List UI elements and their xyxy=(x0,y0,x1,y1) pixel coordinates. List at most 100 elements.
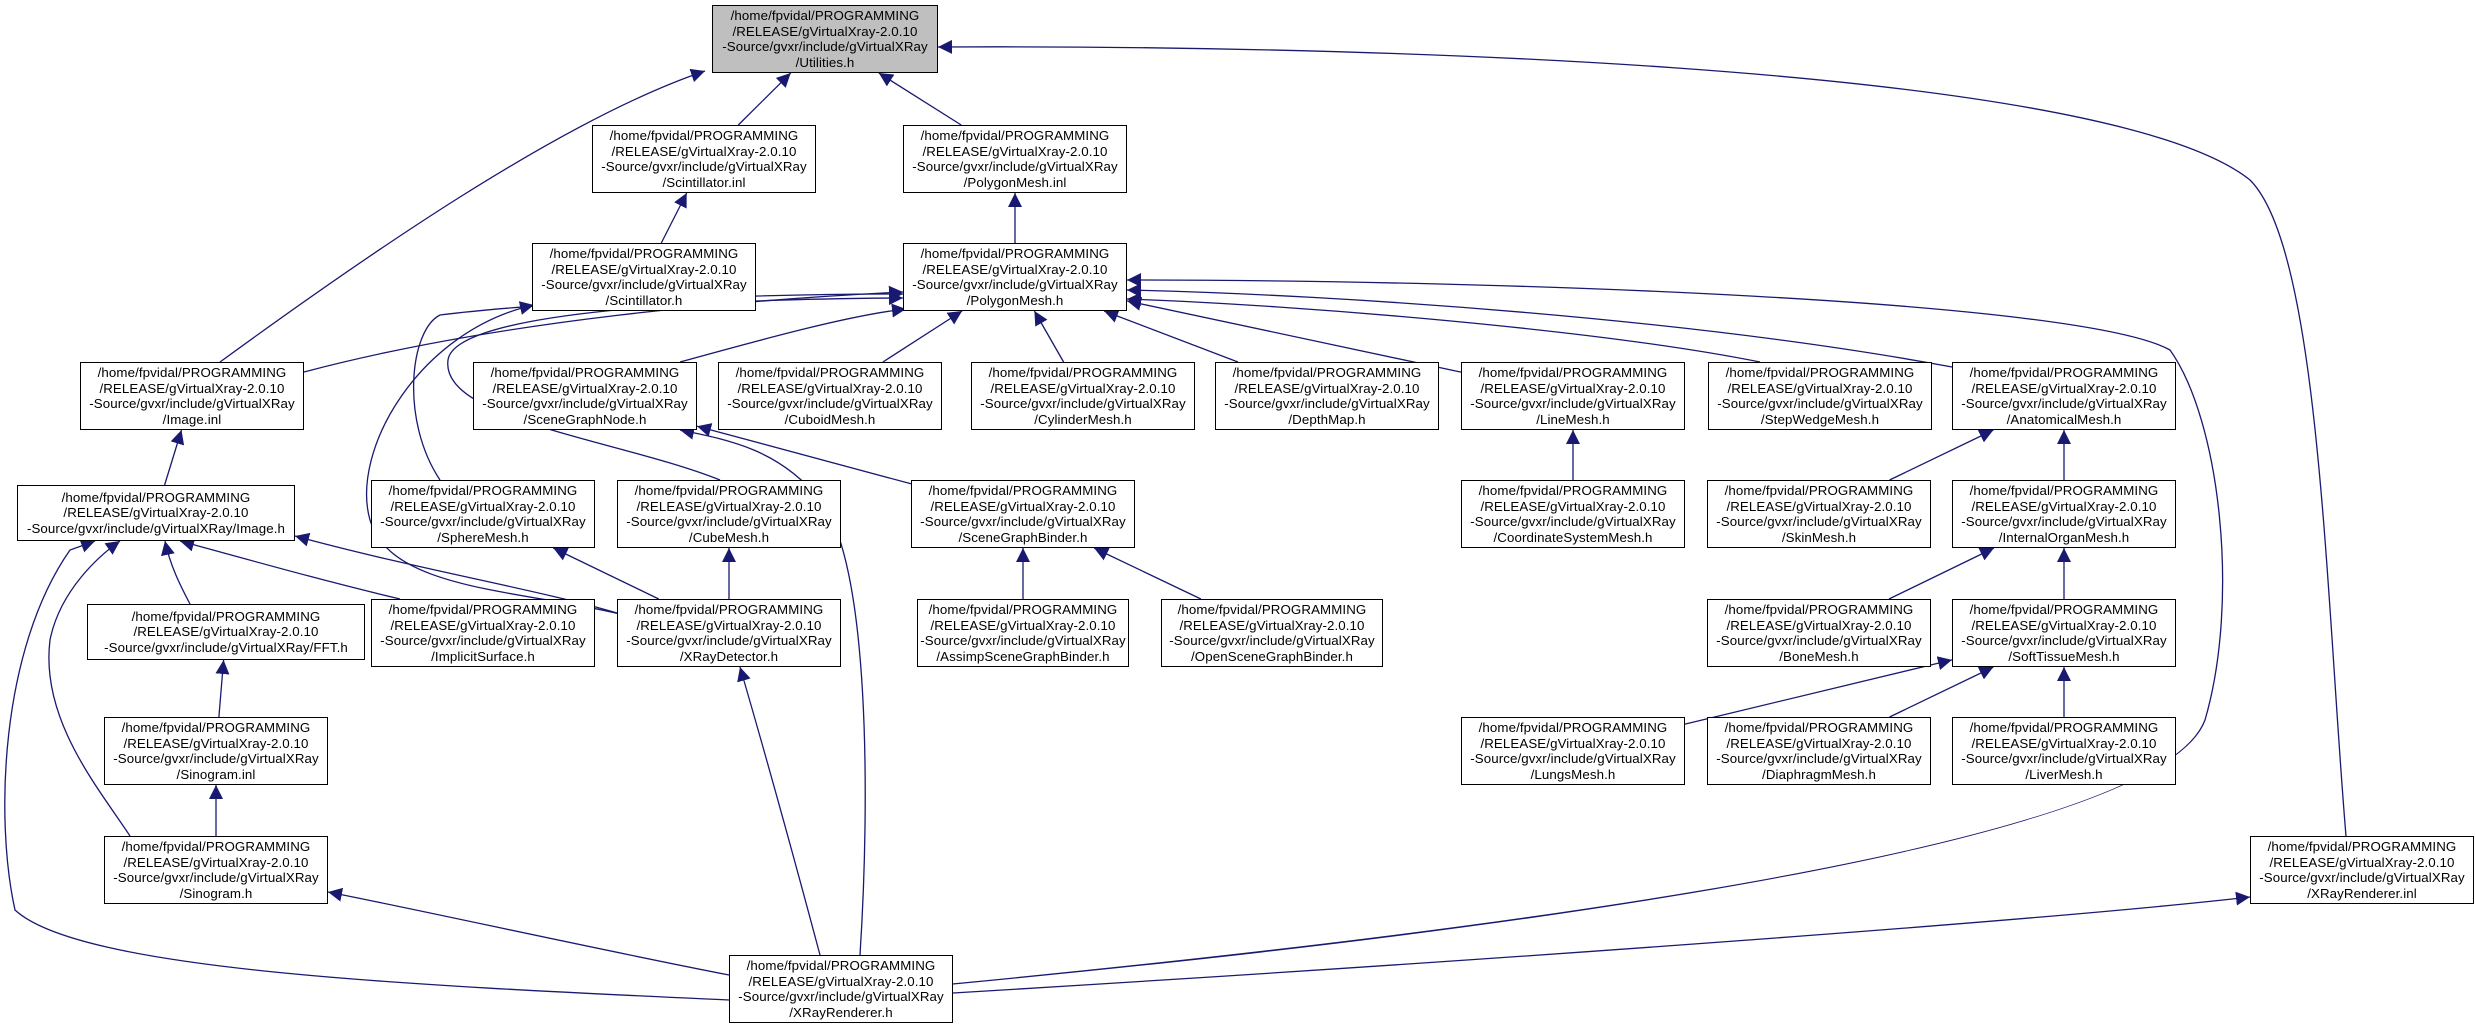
graph-node-linemesh-h[interactable]: /home/fpvidal/PROGRAMMING /RELEASE/gVirt… xyxy=(1461,362,1685,430)
node-label: /home/fpvidal/PROGRAMMING /RELEASE/gVirt… xyxy=(541,246,747,308)
edge-implicitsurface-h-to-image-h xyxy=(179,537,401,600)
graph-node-internalorganmesh-h[interactable]: /home/fpvidal/PROGRAMMING /RELEASE/gVirt… xyxy=(1952,480,2176,548)
graph-node-openscenegraphbinder-h[interactable]: /home/fpvidal/PROGRAMMING /RELEASE/gVirt… xyxy=(1161,599,1383,667)
edge-cuboidmesh-h-to-polygonmesh-h xyxy=(882,310,963,363)
edge-fft-h-to-image-h xyxy=(161,540,191,605)
node-label: /home/fpvidal/PROGRAMMING /RELEASE/gVirt… xyxy=(980,365,1186,427)
node-label: /home/fpvidal/PROGRAMMING /RELEASE/gVirt… xyxy=(1717,365,1923,427)
node-label: /home/fpvidal/PROGRAMMING /RELEASE/gVirt… xyxy=(2259,839,2465,901)
node-label: /home/fpvidal/PROGRAMMING /RELEASE/gVirt… xyxy=(920,483,1126,545)
graph-node-scintillator-h[interactable]: /home/fpvidal/PROGRAMMING /RELEASE/gVirt… xyxy=(532,243,756,311)
node-label: /home/fpvidal/PROGRAMMING /RELEASE/gVirt… xyxy=(1470,483,1676,545)
graph-node-spheremesh-h[interactable]: /home/fpvidal/PROGRAMMING /RELEASE/gVirt… xyxy=(371,480,595,548)
edge-polygonmesh-inl-to-utilities-h xyxy=(878,72,962,126)
graph-node-cuboidmesh-h[interactable]: /home/fpvidal/PROGRAMMING /RELEASE/gVirt… xyxy=(718,362,942,430)
graph-node-softtissuemesh-h[interactable]: /home/fpvidal/PROGRAMMING /RELEASE/gVirt… xyxy=(1952,599,2176,667)
node-label: /home/fpvidal/PROGRAMMING /RELEASE/gVirt… xyxy=(380,602,586,664)
graph-node-utilities-h: /home/fpvidal/PROGRAMMING /RELEASE/gVirt… xyxy=(712,5,938,73)
edge-lungsmesh-h-to-softtissuemesh-h xyxy=(1684,656,1953,725)
node-label: /home/fpvidal/PROGRAMMING /RELEASE/gVirt… xyxy=(626,483,832,545)
node-label: /home/fpvidal/PROGRAMMING /RELEASE/gVirt… xyxy=(912,246,1118,308)
node-label: /home/fpvidal/PROGRAMMING /RELEASE/gVirt… xyxy=(920,602,1126,664)
edge-depthmap-h-to-polygonmesh-h xyxy=(1103,309,1239,363)
edge-xraydetector-h-to-scintillator-h xyxy=(365,301,621,615)
edge-xrayrenderer-inl-to-utilities-h xyxy=(937,39,2347,837)
edge-cylindermesh-h-to-polygonmesh-h xyxy=(1033,310,1065,363)
edge-xrayrenderer-h-to-polygonmesh-h xyxy=(952,273,2224,985)
graph-node-scintillator-inl[interactable]: /home/fpvidal/PROGRAMMING /RELEASE/gVirt… xyxy=(592,125,816,193)
node-label: /home/fpvidal/PROGRAMMING /RELEASE/gVirt… xyxy=(722,8,928,70)
node-label: /home/fpvidal/PROGRAMMING /RELEASE/gVirt… xyxy=(113,720,319,782)
node-label: /home/fpvidal/PROGRAMMING /RELEASE/gVirt… xyxy=(482,365,688,427)
node-label: /home/fpvidal/PROGRAMMING /RELEASE/gVirt… xyxy=(1470,720,1676,782)
node-label: /home/fpvidal/PROGRAMMING /RELEASE/gVirt… xyxy=(1716,720,1922,782)
graph-node-polygonmesh-h[interactable]: /home/fpvidal/PROGRAMMING /RELEASE/gVirt… xyxy=(903,243,1127,311)
edge-sinogram-inl-to-fft-h xyxy=(215,659,230,718)
edge-stepwedgemesh-h-to-polygonmesh-h xyxy=(1126,292,1761,363)
edge-xraydetector-h-to-spheremesh-h xyxy=(553,547,659,600)
graph-node-implicitsurface-h[interactable]: /home/fpvidal/PROGRAMMING /RELEASE/gVirt… xyxy=(371,599,595,667)
edge-diaphragmmesh-h-to-softtissuemesh-h xyxy=(1889,666,1994,718)
edge-sinogram-h-to-image-h xyxy=(48,540,131,837)
graph-node-polygonmesh-inl[interactable]: /home/fpvidal/PROGRAMMING /RELEASE/gVirt… xyxy=(903,125,1127,193)
node-label: /home/fpvidal/PROGRAMMING /RELEASE/gVirt… xyxy=(104,608,348,655)
graph-node-lungsmesh-h[interactable]: /home/fpvidal/PROGRAMMING /RELEASE/gVirt… xyxy=(1461,717,1685,785)
graph-node-bonemesh-h[interactable]: /home/fpvidal/PROGRAMMING /RELEASE/gVirt… xyxy=(1707,599,1931,667)
graph-node-cylindermesh-h[interactable]: /home/fpvidal/PROGRAMMING /RELEASE/gVirt… xyxy=(971,362,1195,430)
node-label: /home/fpvidal/PROGRAMMING /RELEASE/gVirt… xyxy=(1716,483,1922,545)
graph-node-xraydetector-h[interactable]: /home/fpvidal/PROGRAMMING /RELEASE/gVirt… xyxy=(617,599,841,667)
edge-skinmesh-h-to-anatomicalmesh-h xyxy=(1889,429,1994,481)
node-label: /home/fpvidal/PROGRAMMING /RELEASE/gVirt… xyxy=(1961,365,2167,427)
node-label: /home/fpvidal/PROGRAMMING /RELEASE/gVirt… xyxy=(727,365,933,427)
node-label: /home/fpvidal/PROGRAMMING /RELEASE/gVirt… xyxy=(1169,602,1375,664)
node-label: /home/fpvidal/PROGRAMMING /RELEASE/gVirt… xyxy=(1961,720,2167,782)
node-label: /home/fpvidal/PROGRAMMING /RELEASE/gVirt… xyxy=(89,365,295,427)
graph-node-sinogram-inl[interactable]: /home/fpvidal/PROGRAMMING /RELEASE/gVirt… xyxy=(104,717,328,785)
graph-node-sinogram-h[interactable]: /home/fpvidal/PROGRAMMING /RELEASE/gVirt… xyxy=(104,836,328,904)
edge-image-inl-to-polygonmesh-h xyxy=(303,285,904,373)
edge-image-h-to-image-inl xyxy=(163,429,185,486)
node-label: /home/fpvidal/PROGRAMMING /RELEASE/gVirt… xyxy=(26,489,286,536)
edge-image-inl-to-utilities-h xyxy=(219,68,706,363)
graph-node-depthmap-h[interactable]: /home/fpvidal/PROGRAMMING /RELEASE/gVirt… xyxy=(1215,362,1439,430)
edge-spheremesh-h-to-polygonmesh-h xyxy=(412,287,904,481)
node-label: /home/fpvidal/PROGRAMMING /RELEASE/gVirt… xyxy=(626,602,832,664)
edge-openscenegraphbinder-h-to-scenegraphbinder-h xyxy=(1093,547,1202,600)
graph-node-scenegraphnode-h[interactable]: /home/fpvidal/PROGRAMMING /RELEASE/gVirt… xyxy=(473,362,697,430)
graph-node-diaphragmmesh-h[interactable]: /home/fpvidal/PROGRAMMING /RELEASE/gVirt… xyxy=(1707,717,1931,785)
node-label: /home/fpvidal/PROGRAMMING /RELEASE/gVirt… xyxy=(380,483,586,545)
edge-linemesh-h-to-polygonmesh-h xyxy=(1126,296,1462,373)
graph-node-assimpscenegraphbinder-h[interactable]: /home/fpvidal/PROGRAMMING /RELEASE/gVirt… xyxy=(917,599,1129,667)
graph-node-scenegraphbinder-h[interactable]: /home/fpvidal/PROGRAMMING /RELEASE/gVirt… xyxy=(911,480,1135,548)
node-label: /home/fpvidal/PROGRAMMING /RELEASE/gVirt… xyxy=(1716,602,1922,664)
node-label: /home/fpvidal/PROGRAMMING /RELEASE/gVirt… xyxy=(1961,483,2167,545)
node-label: /home/fpvidal/PROGRAMMING /RELEASE/gVirt… xyxy=(738,958,944,1020)
graph-node-cubemesh-h[interactable]: /home/fpvidal/PROGRAMMING /RELEASE/gVirt… xyxy=(617,480,841,548)
graph-node-xrayrenderer-h[interactable]: /home/fpvidal/PROGRAMMING /RELEASE/gVirt… xyxy=(729,955,953,1023)
node-label: /home/fpvidal/PROGRAMMING /RELEASE/gVirt… xyxy=(113,839,319,901)
edge-xrayrenderer-h-to-sinogram-h xyxy=(327,887,730,976)
graph-node-skinmesh-h[interactable]: /home/fpvidal/PROGRAMMING /RELEASE/gVirt… xyxy=(1707,480,1931,548)
graph-node-stepwedgemesh-h[interactable]: /home/fpvidal/PROGRAMMING /RELEASE/gVirt… xyxy=(1708,362,1932,430)
graph-node-xrayrenderer-inl[interactable]: /home/fpvidal/PROGRAMMING /RELEASE/gVirt… xyxy=(2250,836,2474,904)
edge-anatomicalmesh-h-to-polygonmesh-h xyxy=(1126,283,1953,368)
graph-node-livermesh-h[interactable]: /home/fpvidal/PROGRAMMING /RELEASE/gVirt… xyxy=(1952,717,2176,785)
edge-bonemesh-h-to-internalorganmesh-h xyxy=(1888,547,1995,600)
node-label: /home/fpvidal/PROGRAMMING /RELEASE/gVirt… xyxy=(1470,365,1676,427)
graph-node-coordinatesystemmesh-h[interactable]: /home/fpvidal/PROGRAMMING /RELEASE/gVirt… xyxy=(1461,480,1685,548)
edge-xrayrenderer-h-to-xrayrenderer-inl xyxy=(952,891,2251,994)
graph-node-fft-h[interactable]: /home/fpvidal/PROGRAMMING /RELEASE/gVirt… xyxy=(87,604,365,660)
node-label: /home/fpvidal/PROGRAMMING /RELEASE/gVirt… xyxy=(1224,365,1430,427)
node-label: /home/fpvidal/PROGRAMMING /RELEASE/gVirt… xyxy=(1961,602,2167,664)
edge-scenegraphnode-h-to-polygonmesh-h xyxy=(679,303,907,363)
edge-scintillator-inl-to-utilities-h xyxy=(737,72,792,126)
node-label: /home/fpvidal/PROGRAMMING /RELEASE/gVirt… xyxy=(912,128,1118,190)
graph-node-image-inl[interactable]: /home/fpvidal/PROGRAMMING /RELEASE/gVirt… xyxy=(80,362,304,430)
edge-scenegraphbinder-h-to-scenegraphnode-h xyxy=(696,423,912,485)
graph-node-image-h[interactable]: /home/fpvidal/PROGRAMMING /RELEASE/gVirt… xyxy=(17,485,295,541)
graph-node-anatomicalmesh-h[interactable]: /home/fpvidal/PROGRAMMING /RELEASE/gVirt… xyxy=(1952,362,2176,430)
edge-xrayrenderer-h-to-image-h xyxy=(4,539,730,1001)
node-label: /home/fpvidal/PROGRAMMING /RELEASE/gVirt… xyxy=(601,128,807,190)
